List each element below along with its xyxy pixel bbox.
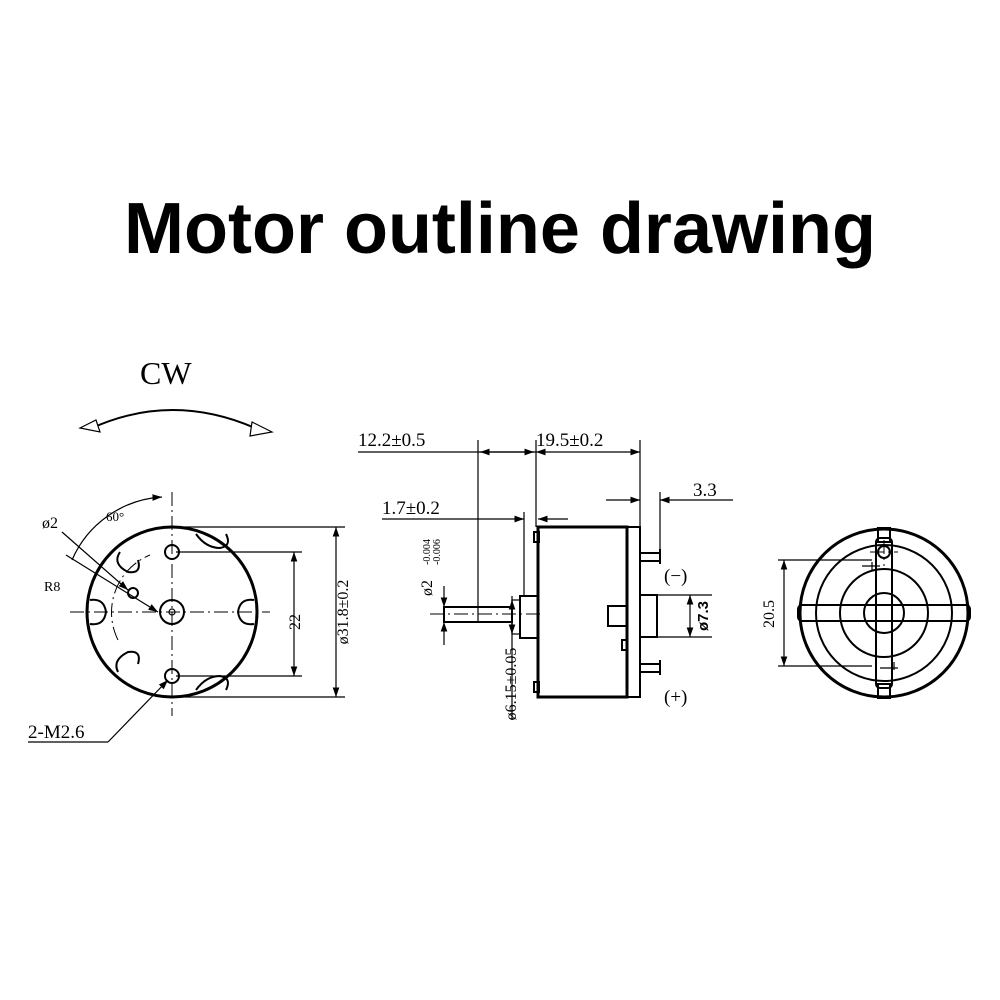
terminal-plus <box>639 663 661 673</box>
rear-hub-ring <box>839 568 929 658</box>
angle-label: 60° <box>106 509 124 524</box>
side-view: 12.2±0.5 19.5±0.2 1.7±0.2 3.3 ø2 -0.004 … <box>358 430 733 720</box>
rear-outer-circle <box>798 527 970 699</box>
rotation-arrow-head <box>249 421 274 437</box>
front-view: CW ø2 60° R8 <box>28 355 352 743</box>
center-hub-inner <box>168 608 176 616</box>
center-hub-outer <box>159 599 185 625</box>
cw-label: CW <box>140 355 192 391</box>
dim-195-label: 19.5±0.2 <box>536 430 603 451</box>
terminal-minus <box>639 552 661 562</box>
dim-33-label: 3.3 <box>693 480 717 501</box>
shaft-dia-label: ø2 <box>419 580 436 596</box>
front-boss <box>519 595 539 639</box>
dim-122-label: 12.2±0.5 <box>358 430 425 451</box>
r8-label: R8 <box>44 580 60 595</box>
rear-shaft <box>863 592 905 634</box>
dim-17-label: 1.7±0.2 <box>382 498 440 519</box>
shaft-tol-upper: -0.004 <box>422 539 433 565</box>
end-cap <box>626 526 641 698</box>
rear-view: 20.5 <box>761 527 971 699</box>
page-title: Motor outline drawing <box>124 189 876 269</box>
side-body <box>536 525 629 699</box>
dia-318-label: ø31.8±0.2 <box>335 580 352 645</box>
m26-label: 2-M2.6 <box>28 722 84 743</box>
rotation-arrow <box>91 409 256 429</box>
rear-boss <box>639 594 658 638</box>
dim-22-label: 22 <box>287 614 304 630</box>
dim-73-label: ø7.3 <box>695 601 712 631</box>
minus-terminal-label: (−) <box>664 566 687 587</box>
phi2-label: ø2 <box>42 515 58 532</box>
dim-615-label: ø6.15±0.05 <box>503 648 520 721</box>
dim-205-label: 20.5 <box>761 600 778 628</box>
plus-terminal-label: (+) <box>664 687 687 708</box>
shaft-tol-lower: -0.006 <box>432 539 443 565</box>
rotation-arrow-tail <box>78 419 101 433</box>
